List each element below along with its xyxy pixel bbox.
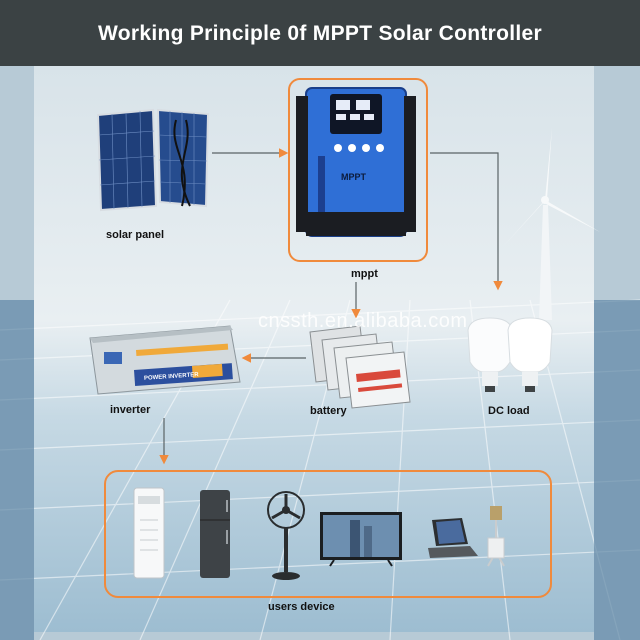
label-users-device: users device: [268, 601, 335, 613]
watermark-text: cnssth.en.alibaba.com: [258, 310, 468, 332]
label-mppt: mppt: [351, 268, 378, 280]
tv-icon: [320, 512, 402, 567]
fan-icon: [267, 491, 305, 580]
mppt-brand-text: MPPT: [341, 172, 367, 182]
page-title: Working Principle 0f MPPT Solar Controll…: [98, 22, 542, 45]
air-conditioner-icon: [133, 487, 165, 579]
label-battery: battery: [310, 405, 347, 417]
arrow-mppt-to-dcload: [430, 152, 503, 291]
floor-lamp-icon: [487, 506, 505, 567]
users-device-frame: [104, 470, 552, 598]
mppt-highlight-frame: [288, 78, 428, 262]
laptop-icon: [428, 518, 478, 558]
refrigerator-icon: [200, 490, 230, 578]
label-dc-load: DC load: [488, 405, 530, 417]
label-inverter: inverter: [110, 404, 151, 416]
label-solar-panel: solar panel: [106, 229, 165, 241]
